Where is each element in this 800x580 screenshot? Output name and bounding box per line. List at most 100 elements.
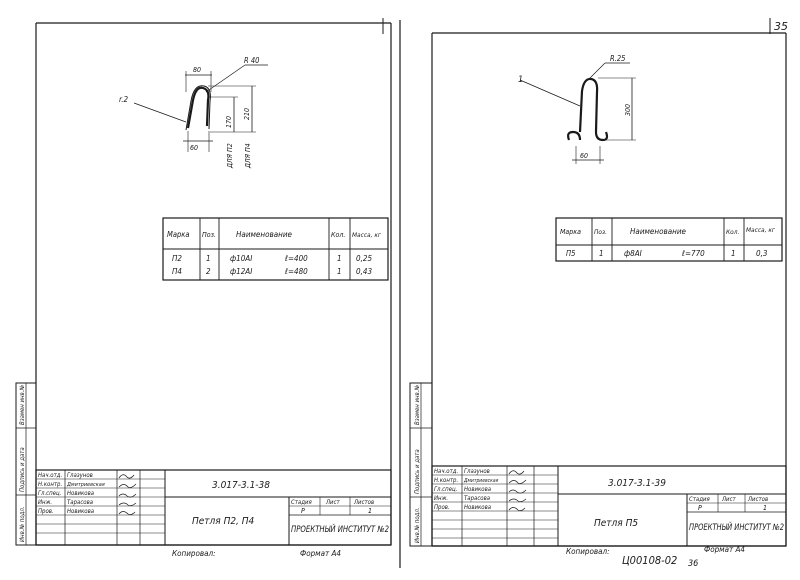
row1-mass: 0,3	[756, 249, 768, 258]
tb-sheet-header: Лист	[325, 499, 341, 506]
tb-name-2: Дмитриевская	[463, 478, 499, 484]
tb-stage: Р	[698, 504, 702, 512]
tb-role-4: Инж.	[434, 495, 448, 502]
label-radius-big: R 40	[244, 56, 259, 65]
tb-sheet-header: Лист	[721, 496, 737, 503]
tb-name-2: Дмитриевская	[66, 482, 105, 488]
stamp-signature-date: Подпись и дата	[19, 447, 26, 492]
tb-title: Петля П5	[594, 518, 638, 529]
tb-role-1: Нач.отд.	[434, 468, 458, 475]
tb-name-4: Тарасова	[67, 499, 93, 506]
tb-name-1: Глазунов	[67, 472, 93, 479]
col-header-name: Наименование	[236, 230, 293, 239]
tb-name-5: Новикова	[464, 504, 491, 511]
page-number: 35	[774, 20, 788, 33]
tb-role-2: Н.контр.	[434, 477, 458, 484]
row2-pos: 2	[206, 267, 211, 276]
tb-org: ПРОЕКТНЫЙ ИНСТИТУТ №2	[689, 521, 784, 533]
tb-role-5: Пров.	[38, 508, 54, 515]
row2-name: ф12АI	[230, 267, 252, 276]
dim-height-inner: 170	[225, 116, 233, 128]
stamp-replaced-inv: Взамен инв.№	[19, 385, 26, 425]
dim-width: 60	[580, 152, 588, 160]
col-header-mass: Масса, кг	[746, 226, 776, 234]
row1-qty: 1	[337, 254, 342, 263]
row1-pos: 1	[206, 254, 211, 263]
row2-length: ℓ=480	[284, 267, 308, 276]
tb-sheets: 1	[763, 504, 767, 512]
stamp-inv-original: Инв.№ подл.	[414, 507, 421, 543]
tb-sheets: 1	[368, 507, 372, 515]
row1-mark: П2	[172, 254, 182, 263]
row1-mark: П5	[566, 249, 575, 258]
tb-org: ПРОЕКТНЫЙ ИНСТИТУТ №2	[291, 523, 389, 535]
label-for-p4: ДЛЯ П4	[244, 143, 252, 169]
title-block-left: Нач.отд. Глазунов Н.контр. Дмитриевская …	[35, 469, 392, 546]
title-block-right: Нач.отд. Глазунов Н.контр. Дмитриевская …	[431, 465, 787, 547]
side-stamp-right: Инв.№ подл. Подпись и дата Взамен инв.№	[409, 382, 433, 547]
footer-copied: Копировал:	[172, 549, 216, 558]
row1-length: ℓ=400	[284, 254, 308, 263]
tb-stage-header: Стадия	[689, 496, 710, 503]
tb-doc-code: 3.017-3.1-39	[608, 478, 666, 489]
dim-height: 300	[624, 104, 632, 116]
row1-qty: 1	[731, 249, 736, 258]
tb-role-2: Н.контр.	[38, 481, 62, 488]
tb-name-3: Новикова	[464, 486, 491, 493]
tb-title: Петля П2, П4	[192, 516, 255, 527]
tb-role-3: Гл.спец.	[434, 486, 457, 493]
footer-archive: Ц00108-02	[622, 554, 677, 567]
col-header-mark: Марка	[167, 230, 189, 239]
row1-name: ф8АI	[624, 249, 642, 258]
tb-stage-header: Стадия	[291, 499, 312, 506]
right-sheet: 1 R.25 300 60 Марка Поз. Наименование Ко…	[409, 32, 787, 569]
col-header-qty: Кол.	[331, 231, 345, 239]
footer-format: Формат А4	[300, 549, 341, 558]
tb-name-4: Тарасова	[464, 495, 490, 502]
label-radius: R.25	[610, 54, 625, 63]
label-leader-pos: 1	[518, 75, 523, 85]
tb-name-1: Глазунов	[464, 468, 490, 475]
tb-sheets-header: Листов	[353, 499, 374, 506]
col-header-name: Наименование	[630, 227, 687, 236]
row1-length: ℓ=770	[681, 249, 705, 258]
loop-detail-p5: 1 R.25 300 60	[518, 54, 636, 164]
row1-name: ф10АI	[230, 254, 252, 263]
row1-pos: 1	[599, 249, 604, 258]
row2-mark: П4	[172, 267, 182, 276]
label-for-p2: ДЛЯ П2	[226, 143, 234, 169]
col-header-mark: Марка	[560, 228, 581, 236]
stamp-inv-original: Инв.№ подл.	[19, 506, 26, 542]
spec-table-right: Марка Поз. Наименование Кол. Масса, кг П…	[555, 217, 783, 262]
tb-stage: Р	[301, 507, 305, 515]
stamp-signature-date: Подпись и дата	[414, 449, 421, 494]
tb-doc-code: 3.017-3.1-38	[212, 480, 270, 491]
col-header-pos: Поз.	[202, 231, 216, 239]
tb-sheets-header: Листов	[747, 496, 768, 503]
tb-role-1: Нач.отд.	[38, 472, 62, 479]
tb-name-5: Новикова	[67, 508, 94, 515]
footer-copied: Копировал:	[566, 547, 610, 556]
left-sheet: 80 R 40 r.2 60 170 210 ДЛЯ П2 ДЛЯ П4	[15, 18, 392, 558]
tb-role-5: Пров.	[434, 504, 450, 511]
col-header-pos: Поз.	[594, 228, 607, 236]
col-header-qty: Кол.	[726, 228, 739, 236]
col-header-mass: Масса, кг	[352, 231, 382, 239]
stamp-replaced-inv: Взамен инв.№	[414, 385, 421, 425]
footer-format: Формат А4	[704, 545, 745, 554]
loop-detail-p2-p4: 80 R 40 r.2 60 170 210 ДЛЯ П2 ДЛЯ П4	[119, 56, 268, 169]
row1-mass: 0,25	[356, 254, 372, 263]
label-radius-small: r.2	[119, 95, 129, 104]
footer-sheet: 36	[688, 559, 698, 569]
dim-width-bottom: 60	[190, 144, 198, 152]
spec-table-left: Марка Поз. Наименование Кол. Масса, кг П…	[162, 217, 389, 281]
dim-height-outer: 210	[243, 108, 251, 120]
row2-qty: 1	[337, 267, 342, 276]
tb-role-3: Гл.спец.	[38, 490, 61, 497]
side-stamp-left: Инв.№ подл. Подпись и дата Взамен инв.№	[15, 382, 37, 546]
tb-role-4: Инж.	[38, 499, 52, 506]
tb-name-3: Новикова	[67, 490, 94, 497]
row2-mass: 0,43	[356, 267, 372, 276]
